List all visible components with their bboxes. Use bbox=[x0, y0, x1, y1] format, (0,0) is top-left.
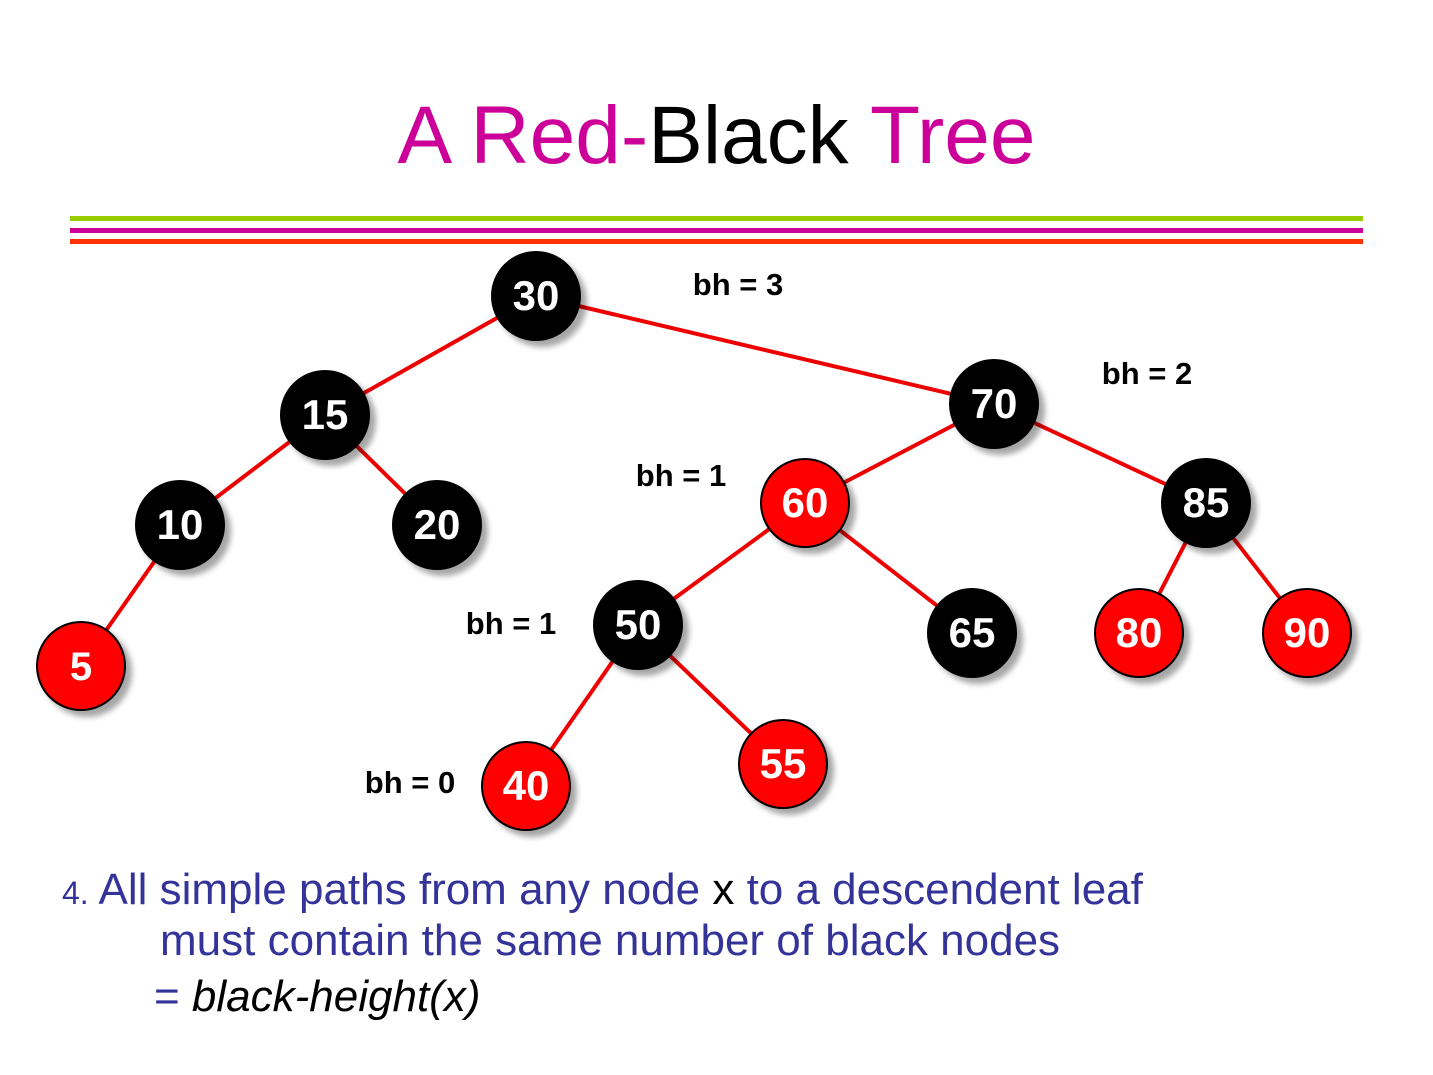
tree-node-40: 40 bbox=[481, 741, 571, 831]
node-label: 65 bbox=[949, 609, 996, 656]
node-circle-black bbox=[135, 480, 225, 570]
node-circle-black bbox=[491, 251, 581, 341]
node-label: 15 bbox=[302, 391, 349, 438]
edge-30-70 bbox=[535, 294, 995, 406]
node-label: 30 bbox=[513, 272, 560, 319]
divider-pink bbox=[70, 228, 1363, 233]
slide-title: A Red-Black Tree bbox=[0, 88, 1433, 184]
property-line-1: 4. All simple paths from any node x to a… bbox=[62, 866, 1143, 917]
property-equals: = bbox=[154, 972, 192, 1021]
bh-label-50: bh = 1 bbox=[466, 606, 556, 641]
bh-label-70: bh = 2 bbox=[1102, 356, 1192, 391]
node-label: 80 bbox=[1116, 609, 1163, 656]
title-part-red: A Red- bbox=[397, 90, 649, 181]
node-label: 50 bbox=[615, 601, 662, 648]
node-label: 85 bbox=[1183, 479, 1230, 526]
tree-node-30: 30 bbox=[491, 251, 581, 341]
node-circle-red bbox=[36, 621, 126, 711]
title-part-tree: Tree bbox=[848, 90, 1036, 181]
tree-node-55: 55 bbox=[738, 719, 828, 809]
tree-nodes: 30 15 70 10 20 5 60 85 50 65 80 90 40 55 bbox=[36, 251, 1352, 831]
node-circle-black bbox=[927, 588, 1017, 678]
node-circle-black bbox=[280, 370, 370, 460]
tree-node-65: 65 bbox=[927, 588, 1017, 678]
node-circle-red bbox=[481, 741, 571, 831]
tree-node-10: 10 bbox=[135, 480, 225, 570]
node-label: 60 bbox=[782, 479, 829, 526]
property-line-3: = black-height(x) bbox=[62, 973, 1143, 1021]
node-circle-black bbox=[392, 480, 482, 570]
property-text-b: to a descendent leaf bbox=[734, 865, 1143, 914]
node-label: 55 bbox=[760, 740, 807, 787]
tree-node-80: 80 bbox=[1094, 588, 1184, 678]
tree-node-20: 20 bbox=[392, 480, 482, 570]
node-label: 70 bbox=[971, 380, 1018, 427]
tree-node-5: 5 bbox=[36, 621, 126, 711]
property-line-2: must contain the same number of black no… bbox=[160, 916, 1061, 965]
node-label: 90 bbox=[1284, 609, 1331, 656]
divider-green bbox=[70, 216, 1363, 221]
tree-node-85: 85 bbox=[1161, 458, 1251, 548]
bh-label-60: bh = 1 bbox=[636, 458, 726, 493]
node-circle-black bbox=[949, 359, 1039, 449]
node-circle-red bbox=[738, 719, 828, 809]
node-circle-red bbox=[760, 458, 850, 548]
property-text-a: All simple paths from any node bbox=[88, 865, 713, 914]
property-statement: 4. All simple paths from any node x to a… bbox=[62, 866, 1143, 1021]
tree-node-60: 60 bbox=[760, 458, 850, 548]
node-circle-black bbox=[593, 580, 683, 670]
property-x: x bbox=[712, 865, 735, 914]
node-label: 20 bbox=[414, 501, 461, 548]
node-circle-red bbox=[1262, 588, 1352, 678]
node-label: 40 bbox=[503, 762, 550, 809]
node-circle-red bbox=[1094, 588, 1184, 678]
divider-orange bbox=[70, 239, 1363, 244]
node-label: 5 bbox=[70, 645, 92, 689]
node-circle-black bbox=[1161, 458, 1251, 548]
tree-node-15: 15 bbox=[280, 370, 370, 460]
bh-label-30: bh = 3 bbox=[693, 267, 783, 302]
title-part-black: Black bbox=[648, 90, 849, 181]
black-height-labels: bh = 3 bh = 2 bh = 1 bh = 1 bh = 0 bbox=[365, 267, 1192, 800]
bh-label-40: bh = 0 bbox=[365, 765, 455, 800]
tree-node-50: 50 bbox=[593, 580, 683, 670]
node-label: 10 bbox=[157, 501, 204, 548]
property-number: 4. bbox=[62, 875, 89, 911]
tree-node-90: 90 bbox=[1262, 588, 1352, 678]
property-black-height-term: black-height(x) bbox=[191, 972, 481, 1021]
tree-node-70: 70 bbox=[949, 359, 1039, 449]
